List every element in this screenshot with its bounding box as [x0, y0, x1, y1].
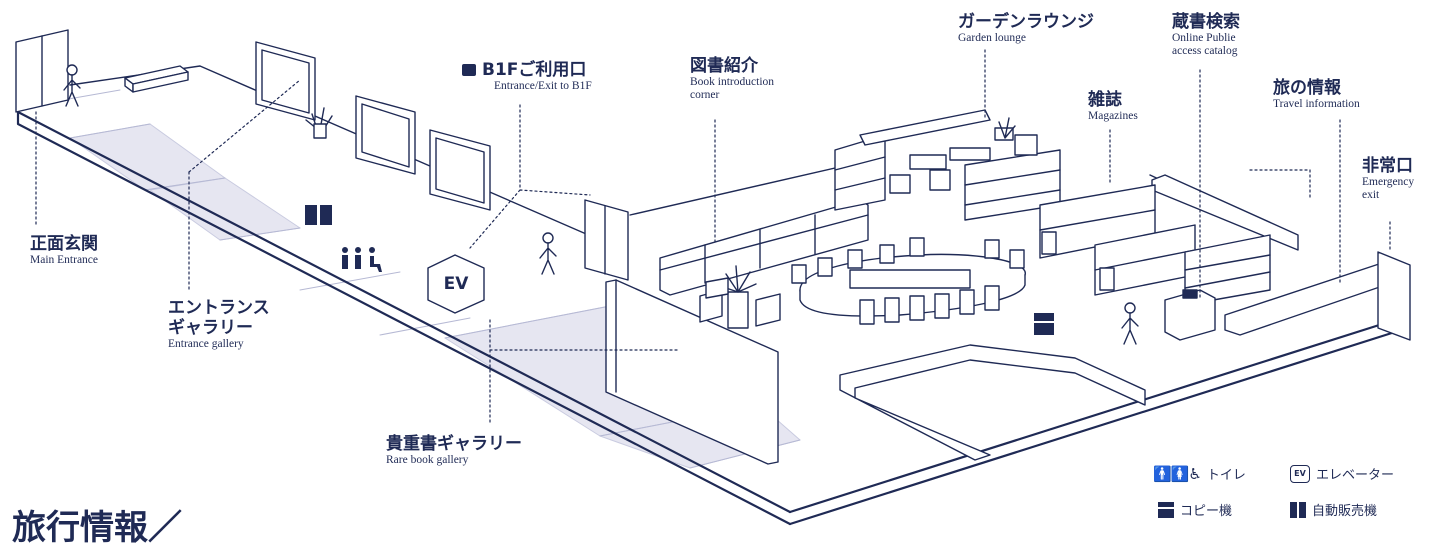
magazines-jp: 雑誌 — [1088, 90, 1122, 110]
travel-en: Travel information — [1273, 98, 1360, 110]
lock-icon — [462, 64, 476, 76]
elevator-icon: EV — [1290, 464, 1310, 483]
magazines-label: 雑誌 Magazines — [1088, 90, 1138, 123]
emergency-label: 非常口 Emergency exit — [1362, 156, 1414, 202]
emergency-en2: exit — [1362, 189, 1380, 201]
legend-copy: コピー機 — [1158, 500, 1232, 519]
reading-chairs — [791, 237, 1025, 325]
travel-jp: 旅の情報 — [1273, 78, 1341, 98]
main-entrance-label: 正面玄関 Main Entrance — [30, 234, 98, 267]
opac-en1: Online Publie — [1172, 32, 1236, 44]
floor-map — [15, 29, 1411, 526]
magazines-en: Magazines — [1088, 110, 1138, 122]
emergency-en1: Emergency — [1362, 176, 1415, 188]
garden-label: ガーデンラウンジ Garden lounge — [958, 12, 1094, 45]
copy-machine-icon — [1158, 501, 1174, 518]
emergency-exit-door — [1377, 251, 1411, 341]
book-intro-jp: 図書紹介 — [690, 56, 758, 76]
toilet-symbol — [342, 247, 382, 272]
rare-book-label: 貴重書ギャラリー Rare book gallery — [386, 434, 522, 467]
emergency-jp: 非常口 — [1362, 156, 1413, 176]
b1f-jp-text: B1Fご利用口 — [482, 60, 587, 80]
rare-book-en: Rare book gallery — [386, 454, 469, 466]
elevator-badge: EV — [443, 274, 469, 294]
opac-en2: access catalog — [1172, 45, 1238, 57]
leader-lines — [35, 49, 1391, 426]
garden-en: Garden lounge — [958, 32, 1027, 44]
legend-elevator-label: エレベーター — [1316, 468, 1395, 483]
entrance-gallery-jp1: エントランス — [168, 298, 270, 318]
b1f-jp: B1Fご利用口 — [462, 60, 592, 80]
b1f-label: B1Fご利用口 Entrance/Exit to B1F — [462, 60, 592, 93]
copy-machine-symbol — [1034, 313, 1054, 335]
main-entrance-door — [15, 29, 69, 113]
legend-vending-label: 自動販売機 — [1312, 504, 1378, 519]
low-partitions — [605, 174, 1401, 465]
opac-jp: 蔵書検索 — [1172, 12, 1240, 32]
book-intro-en1: Book introduction — [690, 76, 775, 88]
book-intro-seating — [699, 265, 781, 329]
main-entrance-en: Main Entrance — [30, 254, 99, 266]
bench — [124, 65, 189, 93]
persons — [63, 64, 1139, 345]
travel-label: 旅の情報 Travel information — [1273, 78, 1360, 111]
bottom-title: 旅行情報／ — [12, 508, 182, 548]
magazine-shelves — [1039, 184, 1271, 306]
opac-label: 蔵書検索 Online Publie access catalog — [1172, 12, 1240, 58]
entrance-gallery-en: Entrance gallery — [168, 338, 244, 350]
legend-toilet: 🚹🚺♿ トイレ — [1153, 464, 1246, 484]
legend-toilet-label: トイレ — [1206, 468, 1246, 483]
garden-jp: ガーデンラウンジ — [958, 12, 1094, 32]
book-intro-label: 図書紹介 Book introduction corner — [690, 56, 774, 102]
opac-terminal — [1164, 289, 1216, 341]
b1f-en: Entrance/Exit to B1F — [494, 80, 592, 92]
legend-copy-label: コピー機 — [1180, 504, 1233, 519]
counter-area — [839, 344, 1146, 461]
vending-machine-icon — [1290, 501, 1306, 518]
legend-vending: 自動販売機 — [1290, 500, 1377, 519]
corridor-plant — [305, 107, 333, 139]
entrance-gallery-jp2: ギャラリー — [168, 318, 253, 338]
main-entrance-jp: 正面玄関 — [30, 234, 98, 254]
vending-symbol — [305, 205, 332, 225]
b1f-door — [584, 199, 629, 281]
book-intro-en2: corner — [690, 89, 720, 101]
elevator-hexagon — [427, 254, 485, 314]
rare-book-jp: 貴重書ギャラリー — [386, 434, 522, 454]
toilet-icon: 🚹🚺♿ — [1153, 464, 1202, 483]
garden-lounge — [834, 109, 1061, 221]
gallery-panels — [255, 41, 491, 211]
entrance-gallery-label: エントランス ギャラリー Entrance gallery — [168, 298, 270, 351]
legend-elevator: EV エレベーター — [1290, 464, 1394, 483]
